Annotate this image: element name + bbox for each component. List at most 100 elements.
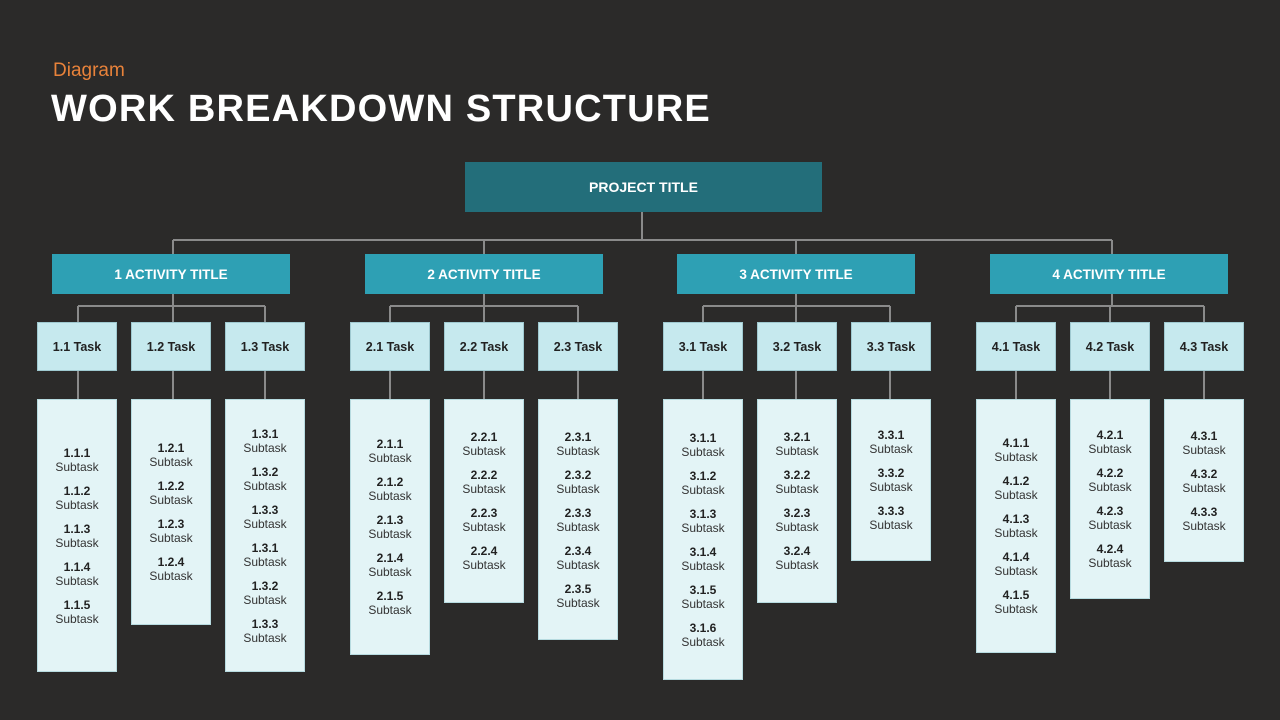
subtask-label: Subtask: [149, 531, 193, 545]
subtask-id: 2.2.4: [470, 544, 498, 558]
task-2-3: 2.3 Task: [538, 322, 618, 371]
subtask-label: Subtask: [556, 481, 600, 496]
subtask-label: Subtask: [55, 497, 99, 512]
subtask-id: 1.3.1: [251, 540, 279, 555]
task-3-2: 3.2 Task: [757, 322, 837, 371]
subtask-id: 4.2.4: [1096, 542, 1124, 556]
subtask-id: 1.3.3: [251, 616, 279, 631]
subtask-id: 1.3.1: [251, 426, 279, 441]
subtask-label: Subtask: [55, 573, 99, 588]
subtask-label: Subtask: [1088, 556, 1132, 570]
subtask-id: 4.3.2: [1190, 466, 1218, 481]
subtask-id: 4.1.2: [1002, 474, 1030, 488]
subtask-label: Subtask: [243, 478, 287, 493]
subtask-label: Subtask: [556, 519, 600, 534]
task-1-1: 1.1 Task: [37, 322, 117, 371]
subtask-label: Subtask: [55, 535, 99, 550]
subtask-id: 4.3.1: [1190, 428, 1218, 443]
subtask-label: Subtask: [1182, 442, 1226, 457]
task-4-3: 4.3 Task: [1164, 322, 1244, 371]
subtask-label: Subtask: [55, 611, 99, 626]
task-3-3: 3.3 Task: [851, 322, 931, 371]
subtask-id: 2.2.2: [470, 468, 498, 482]
subtask-id: 1.1.3: [63, 521, 91, 536]
subtask-label: Subtask: [368, 527, 412, 541]
subtask-id: 3.3.2: [877, 466, 905, 480]
subtask-label: Subtask: [1088, 480, 1132, 494]
subtask-id: 4.1.3: [1002, 512, 1030, 526]
page-title: WORK BREAKDOWN STRUCTURE: [51, 88, 711, 130]
subtask-label: Subtask: [869, 480, 913, 494]
subtask-id: 3.3.1: [877, 428, 905, 442]
subtask-id: 3.2.4: [783, 544, 811, 558]
activity-3-box: 3 ACTIVITY TITLE: [677, 254, 915, 294]
subtask-id: 4.3.3: [1190, 504, 1218, 519]
subtask-label: Subtask: [243, 630, 287, 645]
activity-1-box: 1 ACTIVITY TITLE: [52, 254, 290, 294]
subtask-label: Subtask: [994, 488, 1038, 502]
subtask-id: 2.2.1: [470, 430, 498, 444]
subtask-label: Subtask: [775, 444, 819, 458]
subtask-id: 3.1.2: [689, 468, 717, 483]
subtask-id: 4.1.1: [1002, 436, 1030, 450]
subtask-label: Subtask: [994, 450, 1038, 464]
subtask-label: Subtask: [243, 440, 287, 455]
subtask-id: 4.1.5: [1002, 588, 1030, 602]
subtask-id: 3.2.1: [783, 430, 811, 444]
subtask-label: Subtask: [869, 518, 913, 532]
subtask-id: 3.1.3: [689, 506, 717, 521]
subtask-id: 1.2.3: [157, 517, 185, 531]
task-1-3: 1.3 Task: [225, 322, 305, 371]
subtask-id: 2.3.3: [564, 505, 592, 520]
subtask-label: Subtask: [462, 558, 506, 572]
subtask-id: 1.1.1: [63, 445, 91, 460]
subtask-id: 3.2.3: [783, 506, 811, 520]
subtask-id: 2.1.3: [376, 513, 404, 527]
subtask-label: Subtask: [368, 565, 412, 579]
subtask-id: 2.1.4: [376, 551, 404, 565]
subtask-id: 3.3.3: [877, 504, 905, 518]
subtask-label: Subtask: [462, 482, 506, 496]
subtask-label: Subtask: [368, 451, 412, 465]
subtask-label: Subtask: [994, 602, 1038, 616]
subtask-id: 1.3.2: [251, 578, 279, 593]
subtask-label: Subtask: [1182, 518, 1226, 533]
subtask-label: Subtask: [368, 489, 412, 503]
